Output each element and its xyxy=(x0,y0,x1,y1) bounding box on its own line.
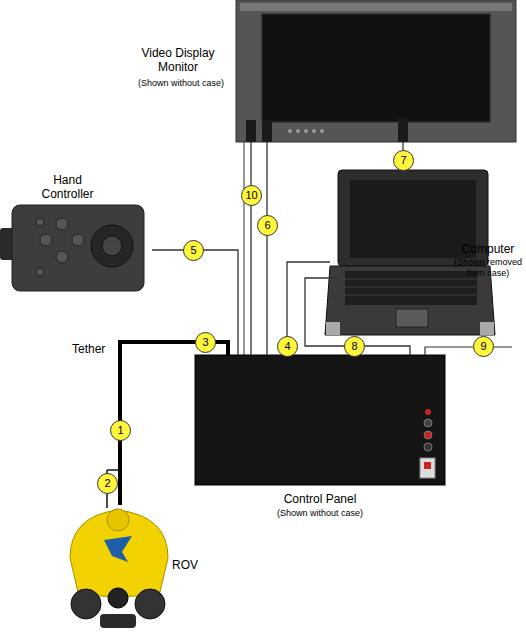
device-box: Control Panel(Shown without case) xyxy=(195,355,445,485)
laptop-corner xyxy=(480,322,494,335)
callout-number: 9 xyxy=(473,336,494,357)
callout-number: 10 xyxy=(241,185,262,206)
cable-wire xyxy=(244,142,245,355)
rov-camera xyxy=(108,588,128,608)
device-note: (Shown removed from case) xyxy=(452,257,524,279)
laptop-corner xyxy=(326,322,340,335)
keyboard-rows xyxy=(345,279,477,295)
panel-light xyxy=(425,409,431,415)
panel-switch-toggle xyxy=(424,462,431,469)
callout-number: 1 xyxy=(110,420,131,441)
monitor-button xyxy=(296,129,300,133)
device-name: Control Panel xyxy=(245,492,395,506)
callout-number: 8 xyxy=(344,336,365,357)
device-box: Video Display Monitor(Shown without case… xyxy=(236,0,516,142)
device-box: Hand Controller xyxy=(0,205,152,293)
device-note: (Shown without case) xyxy=(245,508,395,519)
callout-number: 3 xyxy=(195,332,216,353)
cable-wire xyxy=(425,347,512,355)
controller-button xyxy=(40,234,52,246)
device-name: Video Display Monitor xyxy=(128,46,228,75)
callout-number: 6 xyxy=(257,215,278,236)
controller-button xyxy=(56,218,68,230)
controller-body xyxy=(12,205,144,291)
part-label: Tether xyxy=(72,342,105,356)
callout-number: 5 xyxy=(183,240,204,261)
monitor-screen xyxy=(262,14,490,122)
callout-number: 7 xyxy=(393,150,414,171)
rov-thruster xyxy=(135,589,165,619)
panel-button xyxy=(424,431,432,439)
laptop-screen xyxy=(350,180,476,258)
cable-plug xyxy=(246,120,256,142)
device-box: ROV xyxy=(62,505,172,630)
monitor-top-strip xyxy=(240,3,512,11)
cable-plug xyxy=(398,118,408,142)
monitor-button xyxy=(304,129,308,133)
panel-button xyxy=(424,419,432,427)
callout-number: 2 xyxy=(97,473,118,494)
panel-button xyxy=(424,443,432,451)
laptop-keyboard xyxy=(345,271,477,305)
callout-number: 4 xyxy=(277,336,298,357)
device-name: Computer xyxy=(452,242,524,256)
signal-cable xyxy=(152,250,238,355)
panel-switch xyxy=(420,458,435,478)
monitor-button xyxy=(288,129,292,133)
device-name: Hand Controller xyxy=(30,173,105,202)
rov-body xyxy=(70,510,168,597)
signal-cable xyxy=(266,142,267,355)
rov-dome xyxy=(107,509,129,531)
joystick-base xyxy=(91,225,133,267)
cable-plug xyxy=(262,120,272,142)
rov-skid xyxy=(100,614,136,628)
signal-cable xyxy=(250,142,251,355)
controller-button xyxy=(36,268,44,276)
monitor-button xyxy=(312,129,316,133)
controller-button xyxy=(36,218,44,226)
device-name: ROV xyxy=(165,558,205,572)
rov-logo xyxy=(104,536,132,562)
controller-button xyxy=(72,234,84,246)
device-box: Computer(Shown removed from case) xyxy=(330,170,490,335)
device-note: (Shown without case) xyxy=(122,78,240,89)
monitor-bezel xyxy=(236,0,516,142)
monitor-button xyxy=(320,129,324,133)
joystick-knob xyxy=(102,236,122,256)
tether-branch xyxy=(107,469,120,471)
laptop-touchpad xyxy=(396,309,428,327)
rov-thruster xyxy=(71,589,101,619)
control-panel-body xyxy=(195,355,445,485)
controller-button xyxy=(56,251,68,263)
tether-cable xyxy=(120,342,228,505)
